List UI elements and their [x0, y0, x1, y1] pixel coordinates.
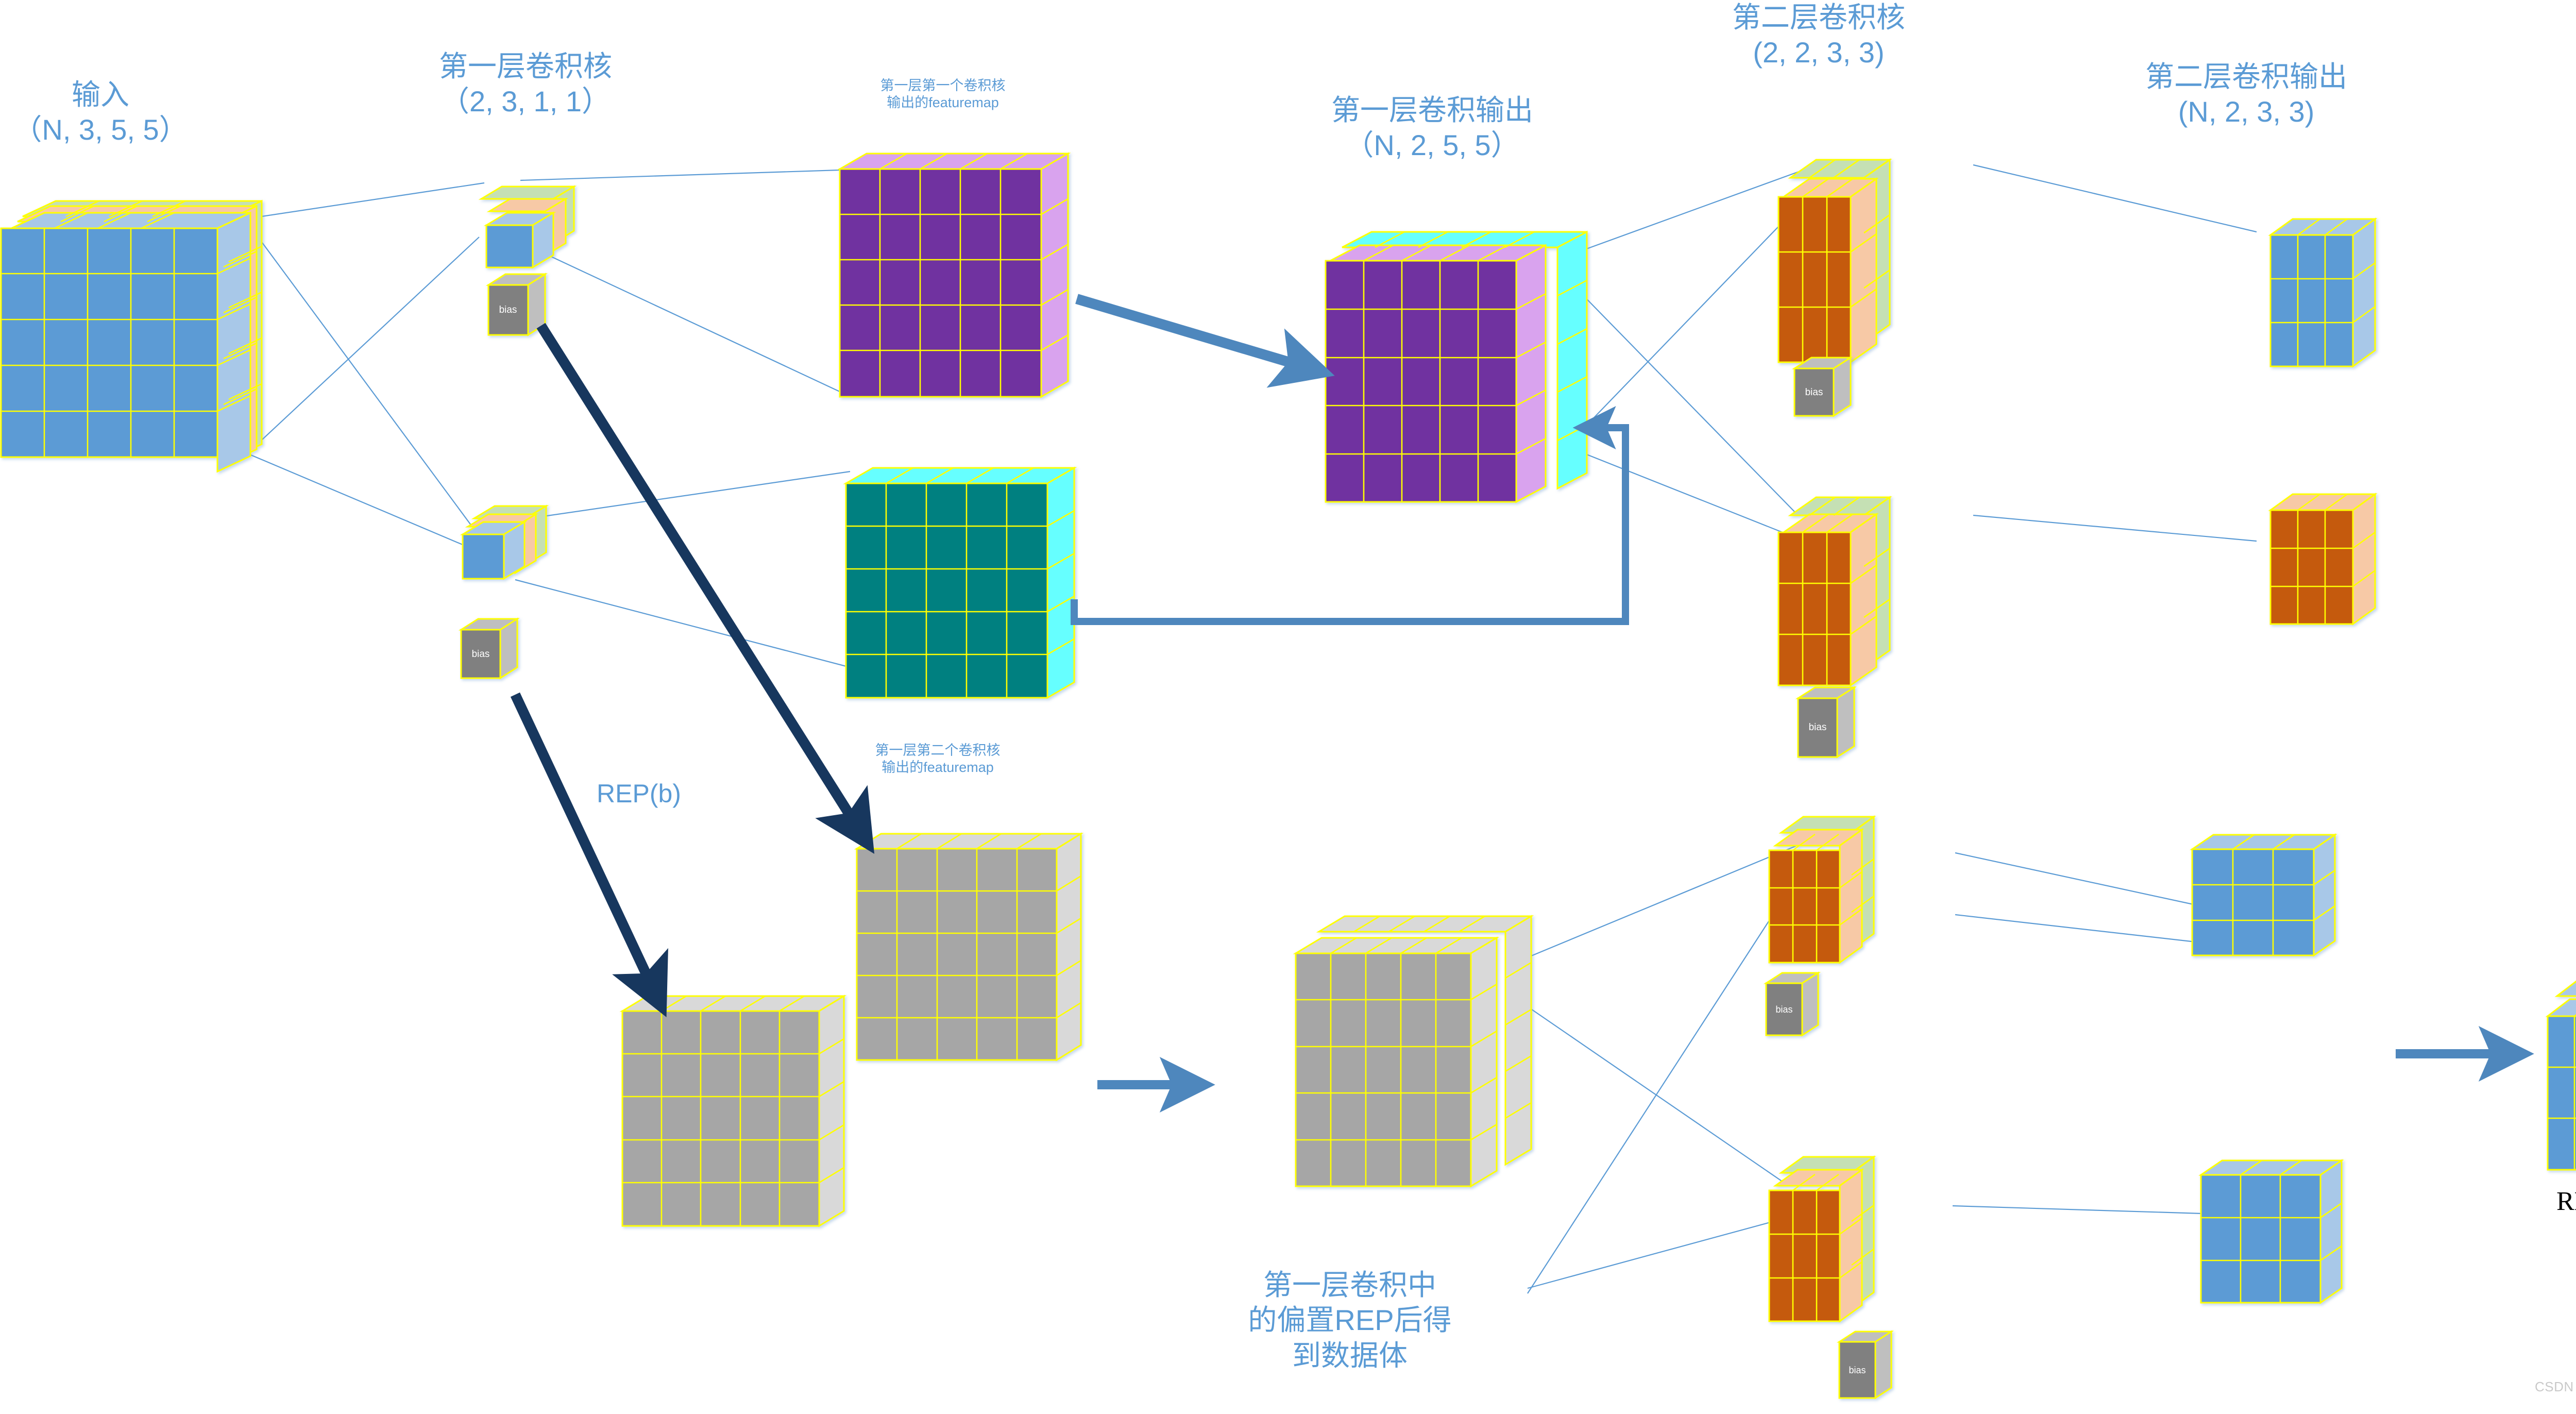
cube-bias-2: bias — [458, 617, 520, 680]
label-layer1-output: 第一层卷积输出 （N, 2, 5, 5） — [1331, 94, 1533, 162]
cube-featuremap-1 — [837, 152, 1071, 398]
bias-text-2: bias — [472, 649, 490, 660]
cube-layer2-kernel-2 — [1777, 496, 1892, 687]
arrow-fm2-to-output — [1071, 406, 1629, 625]
label-featuremap-2: 第一层第二个卷积核 输出的featuremap — [875, 743, 1001, 775]
cube-bottom-output-1 — [2190, 833, 2337, 957]
watermark: CSDN @dawningblue — [2535, 1379, 2576, 1394]
cube-layer1-kernel-1 — [478, 185, 577, 269]
cube-layer2-output-2 — [2268, 493, 2378, 626]
cube-layer2-output-1 — [2268, 217, 2378, 368]
cube-bottom-kernel-2 — [1768, 1155, 1876, 1323]
cube-layer2-kernel-1 — [1777, 158, 1892, 364]
cube-bias-5: bias — [1763, 971, 1821, 1037]
cube-rep-b-1 — [854, 832, 1084, 1062]
label-bias-rep-caption: 第一层卷积中 的偏置REP后得 到数据体 — [1248, 1269, 1452, 1372]
bias-text-1: bias — [499, 305, 517, 315]
label-layer2-kernel: 第二层卷积核 (2, 2, 3, 3) — [1732, 1, 1905, 69]
cube-rep-bhat — [2545, 980, 2576, 1171]
cube-rep-b-2 — [619, 995, 847, 1227]
cube-featuremap-2 — [843, 466, 1077, 699]
cube-bottom-output-2 — [2198, 1159, 2344, 1304]
arrow-fm1-to-output — [1075, 294, 1335, 388]
bias-text-5: bias — [1775, 1004, 1792, 1015]
label-layer2-output: 第二层卷积输出 (N, 2, 3, 3) — [2145, 60, 2347, 128]
cube-input — [0, 199, 263, 473]
bias-text-4: bias — [1809, 722, 1827, 733]
arrow-bias1-rep — [536, 323, 875, 854]
label-rep-bhat: REP(b̂) — [2556, 1187, 2576, 1216]
cube-layer1-kernel-2 — [460, 504, 549, 580]
cube-bias-1: bias — [485, 273, 548, 336]
bias-text-6: bias — [1849, 1365, 1866, 1375]
label-featuremap-1: 第一层第一个卷积核 输出的featuremap — [880, 78, 1006, 110]
label-input: 输入 （N, 3, 5, 5） — [13, 78, 188, 146]
cube-bottom-kernel-1 — [1768, 815, 1876, 964]
cube-bias-3: bias — [1791, 356, 1854, 417]
cube-bias-rep-body — [1293, 915, 1534, 1188]
label-rep-b: REP(b) — [597, 779, 681, 808]
bias-text-3: bias — [1805, 387, 1823, 398]
label-layer1-kernel: 第一层卷积核 （2, 3, 1, 1） — [439, 50, 612, 118]
arrow-bias2-rep — [510, 692, 668, 1017]
cube-bias-4: bias — [1795, 686, 1857, 759]
cube-bias-6: bias — [1836, 1330, 1894, 1400]
